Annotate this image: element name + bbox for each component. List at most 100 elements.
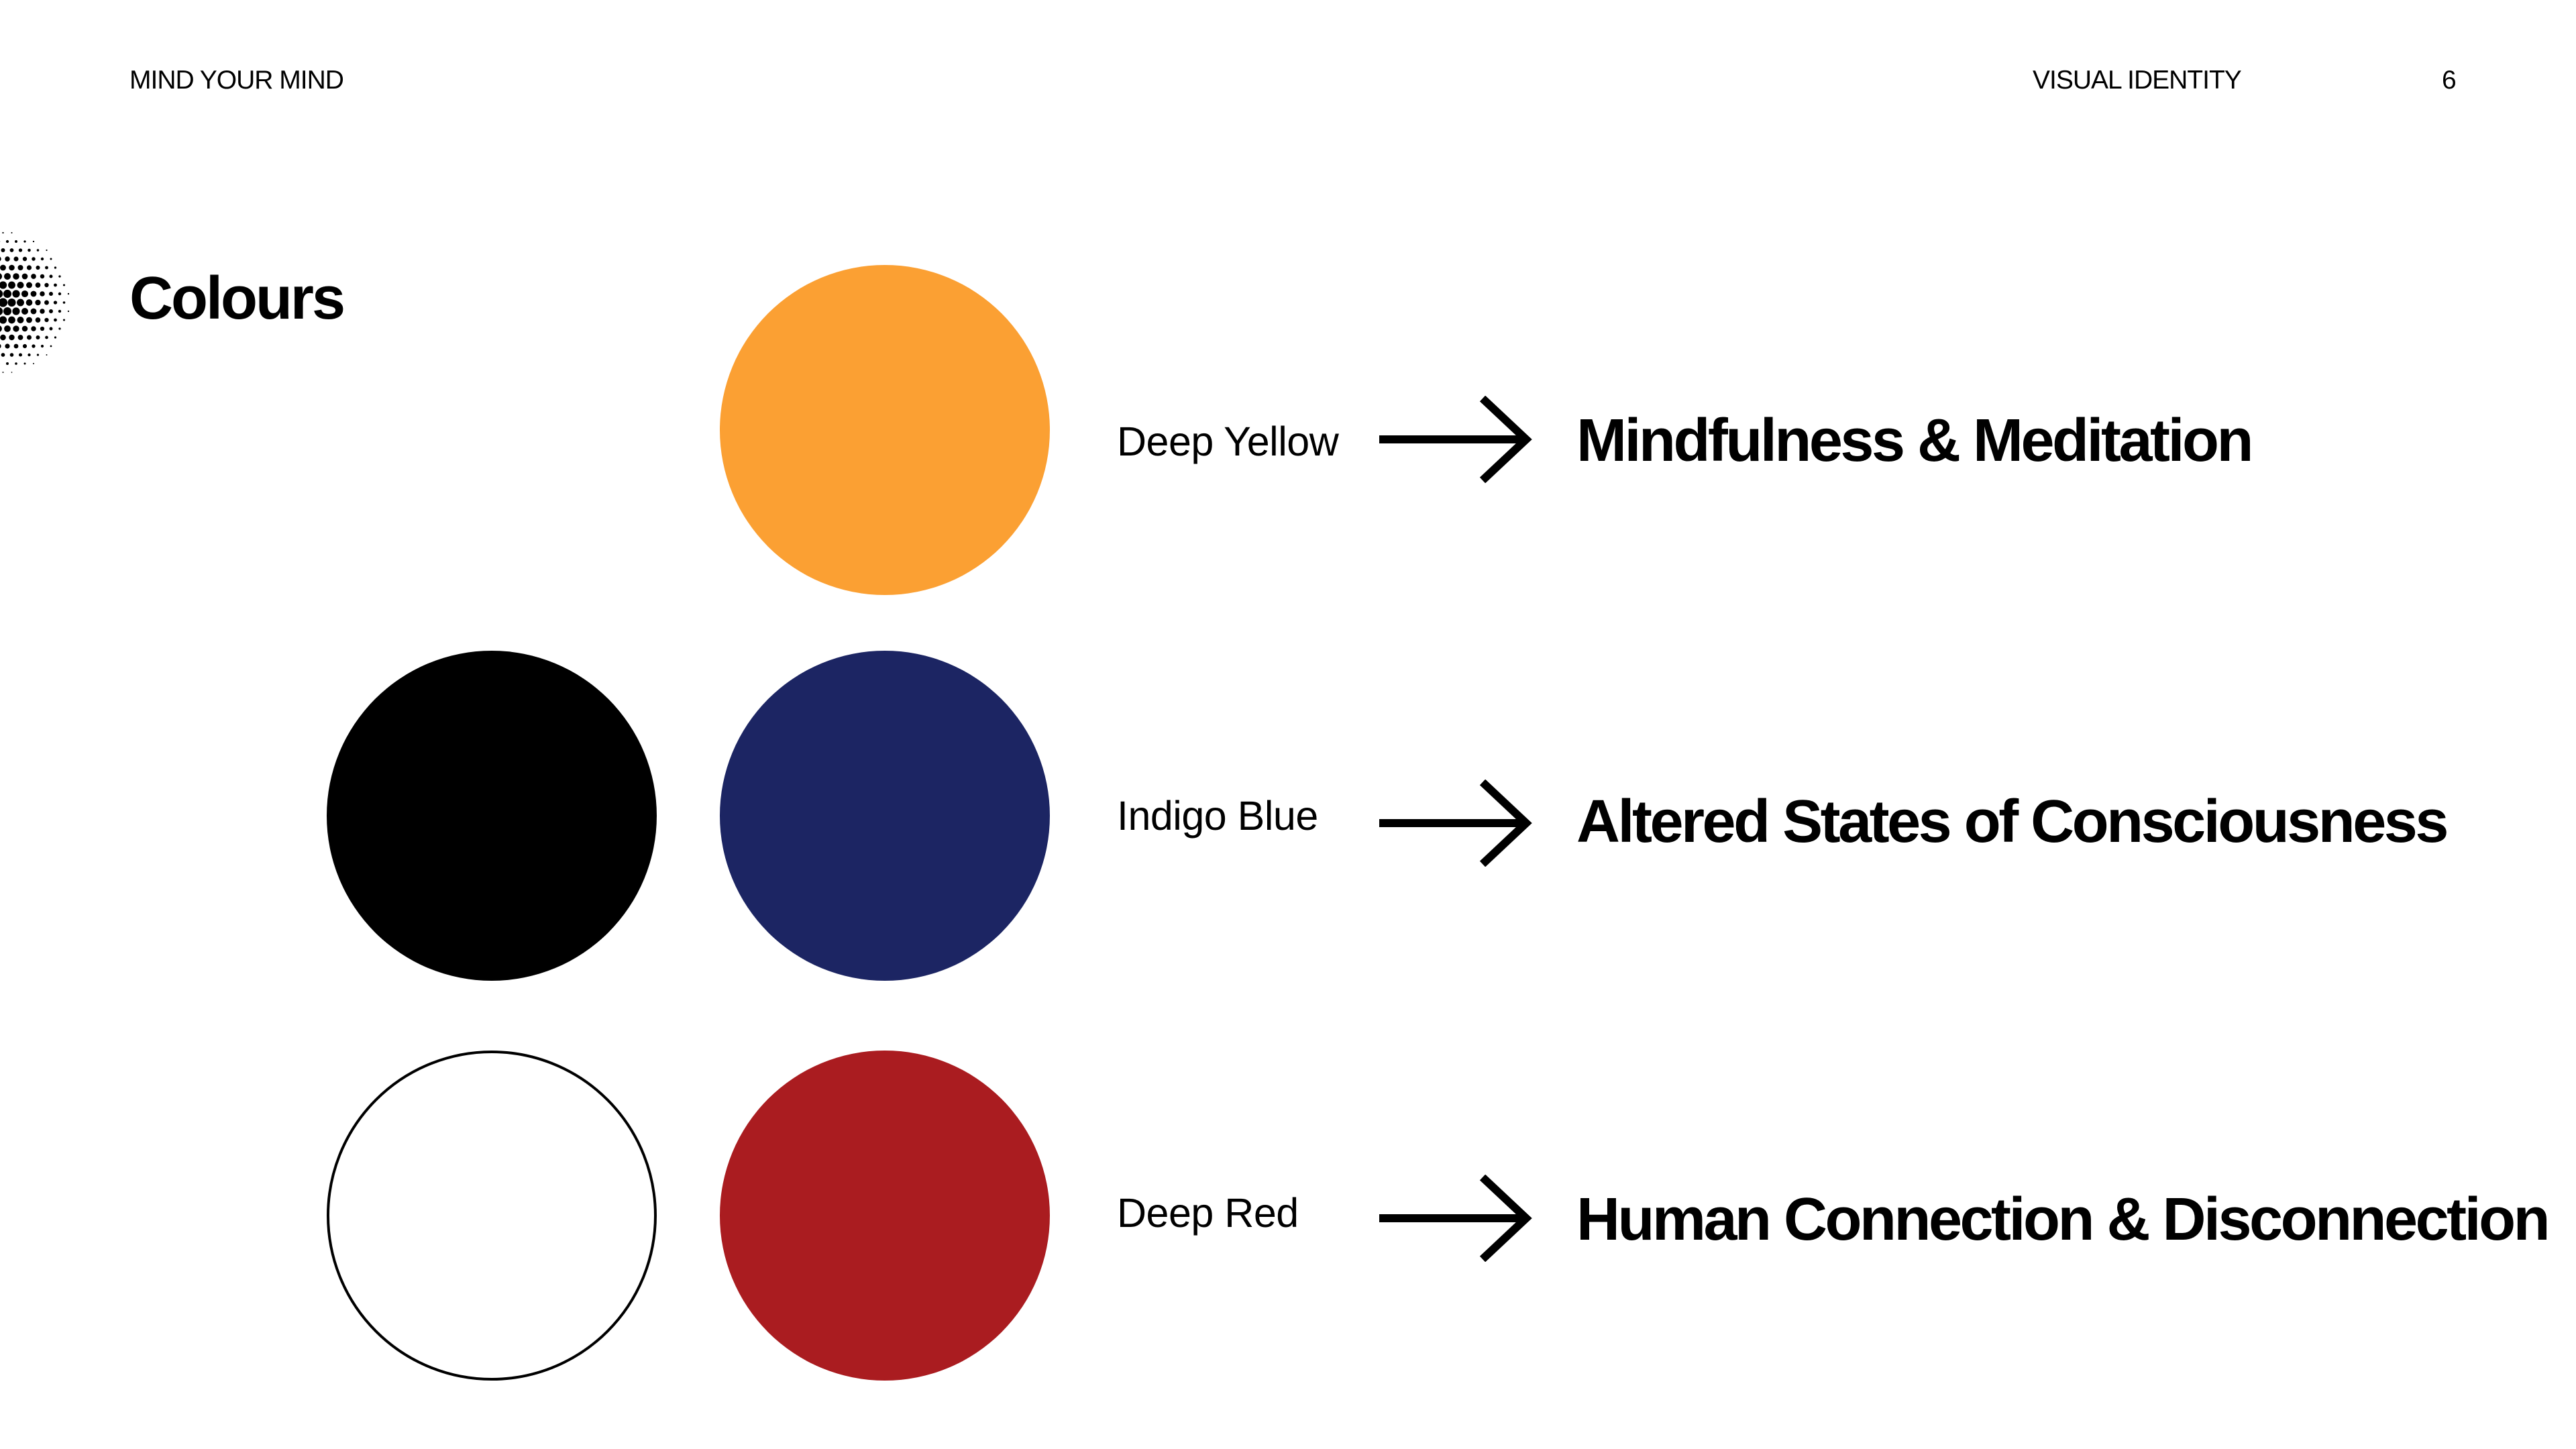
halftone-dot: [13, 325, 19, 332]
halftone-dot: [1, 353, 5, 357]
halftone-dot: [5, 256, 10, 262]
halftone-dot: [11, 231, 13, 234]
halftone-dot: [0, 307, 3, 315]
meaning-deep-yellow: Mindfulness & Meditation: [1576, 407, 2253, 474]
halftone-dot: [26, 282, 32, 288]
halftone-dot: [17, 281, 24, 289]
halftone-dot: [40, 257, 44, 261]
halftone-dot: [26, 317, 32, 323]
colour-name-indigo-blue: Indigo Blue: [1117, 793, 1318, 839]
halftone-dot: [53, 301, 58, 305]
halftone-dot: [30, 290, 37, 297]
halftone-dot: [36, 265, 40, 270]
swatch-indigo-blue: [720, 651, 1050, 981]
halftone-dot: [28, 353, 31, 357]
halftone-dot: [32, 344, 36, 348]
page-title: Colours: [129, 265, 345, 332]
swatch-white: [327, 1051, 657, 1381]
halftone-dot: [9, 264, 15, 271]
halftone-dot: [27, 335, 32, 340]
halftone-dot: [40, 326, 45, 331]
halftone-dot: [11, 372, 13, 373]
halftone-dot: [46, 354, 48, 356]
halftone-dot: [44, 317, 49, 323]
halftone-dot: [44, 282, 49, 288]
halftone-dot: [5, 343, 10, 349]
halftone-dot: [15, 240, 17, 243]
halftone-dot: [3, 272, 11, 280]
colour-name-deep-yellow: Deep Yellow: [1117, 419, 1339, 464]
halftone-dot: [0, 343, 1, 349]
section-label: VISUAL IDENTITY: [2033, 66, 2242, 95]
halftone-dot: [40, 291, 45, 297]
halftone-dot: [48, 291, 54, 297]
halftone-dot: [54, 336, 57, 339]
halftone-dot: [0, 281, 7, 289]
halftone-dot: [17, 335, 23, 340]
halftone-dot: [0, 264, 6, 271]
halftone-dot: [33, 363, 34, 364]
halftone-dot: [17, 299, 24, 307]
swatch-deep-red: [720, 1051, 1050, 1381]
halftone-dot: [0, 298, 8, 307]
halftone-dot: [2, 372, 4, 373]
page-number: 6: [2442, 66, 2457, 95]
halftone-dot: [0, 290, 3, 298]
halftone-dot: [0, 316, 7, 324]
halftone-dot: [6, 362, 9, 365]
halftone-dot: [62, 284, 66, 286]
halftone-dot: [50, 258, 52, 260]
arrow-right-icon: [1379, 396, 1532, 483]
halftone-dot: [31, 274, 36, 279]
halftone-dot: [63, 319, 65, 321]
halftone-dot: [1, 248, 5, 252]
halftone-dot: [36, 354, 40, 356]
halftone-dot: [49, 274, 53, 278]
halftone-dot: [13, 343, 19, 349]
halftone-dot: [40, 344, 44, 348]
halftone-dot: [22, 343, 28, 349]
halftone-dot: [54, 283, 57, 287]
halftone-dot: [3, 289, 12, 299]
halftone-dot: [40, 309, 45, 314]
colour-name-deep-red: Deep Red: [1117, 1190, 1299, 1236]
halftone-dot: [54, 318, 57, 322]
halftone-dot: [32, 257, 36, 261]
halftone-dot: [62, 301, 66, 304]
halftone-dot: [67, 292, 70, 295]
halftone-dot: [28, 248, 31, 252]
halftone-dot: [26, 265, 32, 270]
brand-name: MIND YOUR MIND: [129, 66, 344, 95]
halftone-dot: [13, 273, 19, 280]
halftone-dot: [25, 299, 33, 306]
halftone-dot: [18, 353, 23, 357]
halftone-dot: [5, 239, 9, 244]
halftone-dot: [17, 264, 23, 271]
halftone-dot: [36, 249, 40, 252]
halftone-dot: [21, 325, 28, 332]
arrow-right-icon: [1379, 780, 1532, 867]
halftone-dot: [21, 290, 29, 298]
swatch-black: [327, 651, 657, 981]
halftone-dot: [35, 299, 41, 306]
halftone-dot: [2, 231, 4, 234]
halftone-dot: [49, 327, 53, 331]
halftone-dot: [0, 334, 6, 341]
halftone-dot: [15, 362, 17, 365]
halftone-dot: [3, 307, 12, 316]
halftone-dot: [9, 353, 14, 357]
halftone-dot: [35, 282, 41, 288]
halftone-dot: [4, 325, 11, 332]
arrow-right-icon: [1379, 1175, 1532, 1262]
halftone-dot: [45, 266, 48, 270]
meaning-deep-red: Human Connection & Disconnection: [1576, 1186, 2551, 1253]
halftone-dot: [7, 298, 16, 307]
halftone-dot: [40, 274, 45, 279]
halftone-dot: [35, 317, 41, 323]
halftone-dot-graphic: [0, 231, 70, 373]
swatch-deep-yellow: [720, 265, 1050, 595]
halftone-dot: [21, 273, 28, 280]
halftone-dot: [23, 240, 26, 243]
halftone-dot: [22, 256, 28, 262]
halftone-dot: [54, 266, 57, 269]
